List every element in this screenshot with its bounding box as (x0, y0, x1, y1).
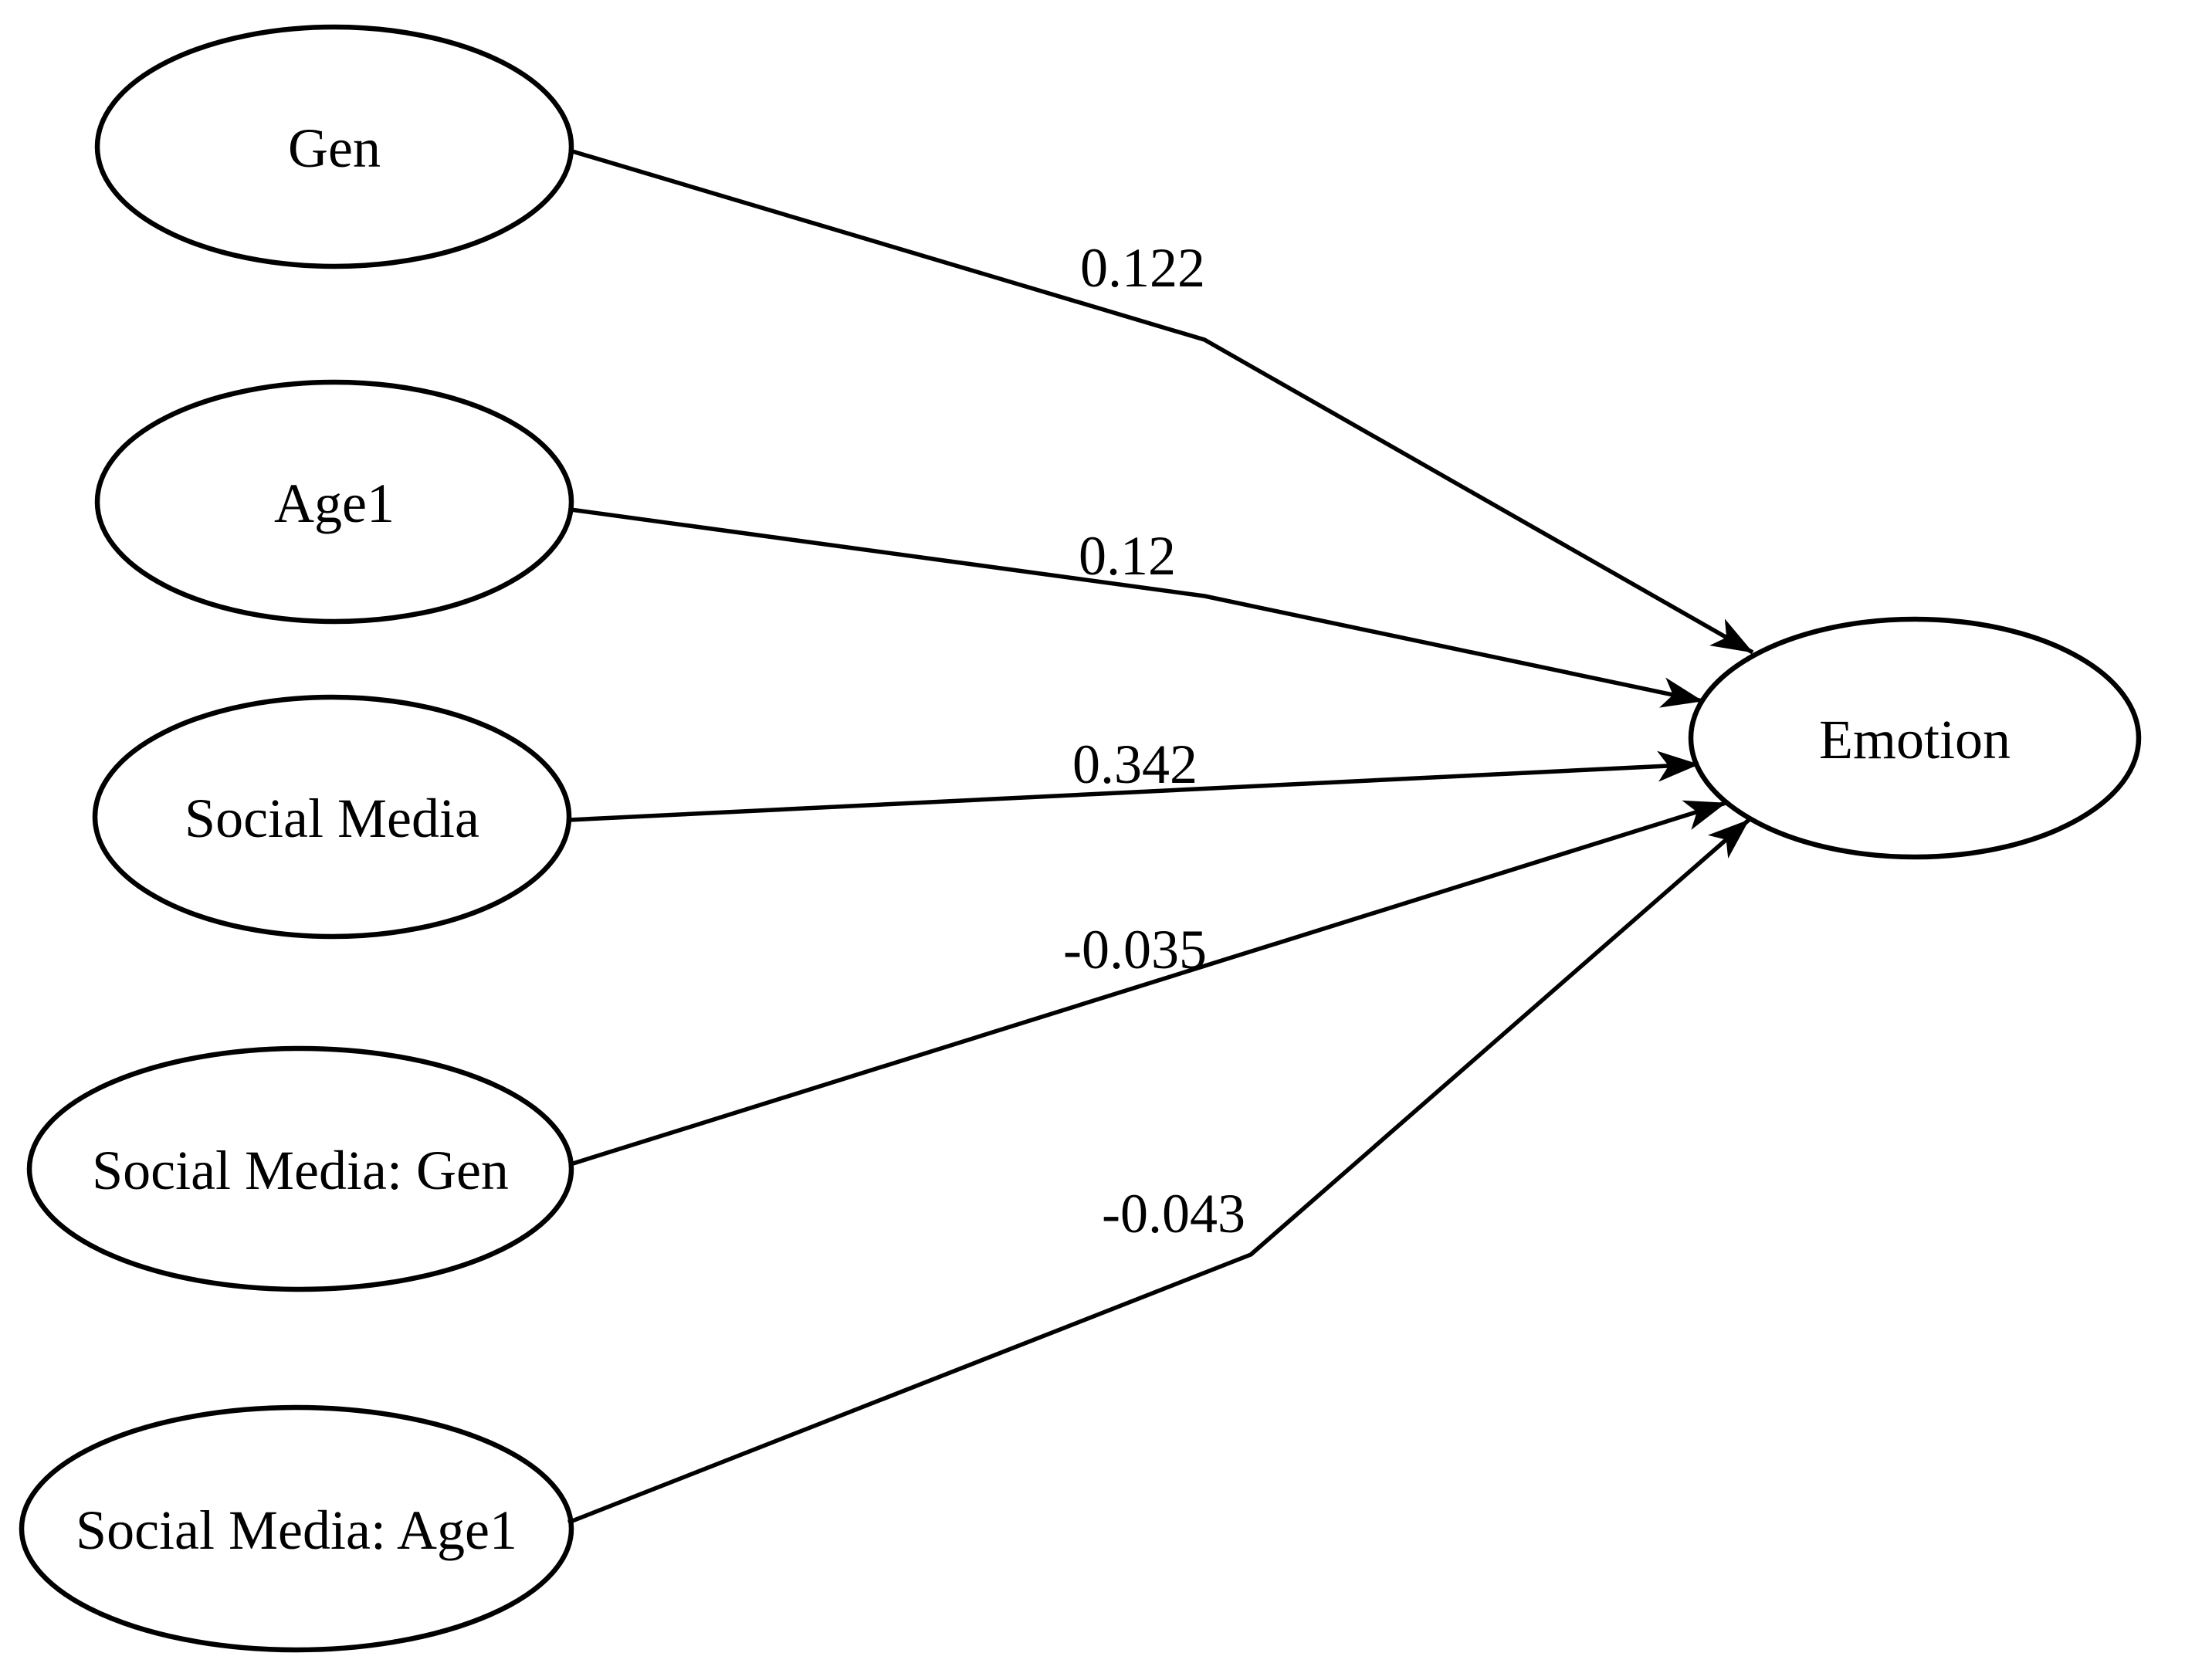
node-label-sm_gen: Social Media: Gen (92, 1140, 509, 1201)
node-sm_age1 (19, 1404, 574, 1653)
edge-label-age1-emotion: 0.12 (1079, 525, 1176, 587)
node-age1 (94, 379, 574, 625)
nodes-layer (19, 24, 2142, 1653)
edges-layer (567, 148, 1754, 1525)
edge-age1-emotion (570, 507, 1703, 708)
node-label-age1: Age1 (274, 472, 395, 534)
node-sm_gen (26, 1045, 574, 1292)
node-social (92, 694, 572, 940)
node-emotion (1688, 616, 2142, 860)
edge-label-social-emotion: 0.342 (1072, 733, 1198, 795)
edge-smage1-emotion (567, 818, 1750, 1525)
node-label-gen: Gen (288, 117, 381, 179)
edge-label-gen-emotion: 0.122 (1080, 237, 1205, 299)
edge-smgen-emotion (570, 800, 1726, 1167)
node-label-emotion: Emotion (1819, 709, 2011, 771)
edge-gen-emotion (569, 148, 1754, 655)
edge-social-emotion (568, 750, 1699, 822)
node-label-sm_age1: Social Media: Age1 (76, 1499, 517, 1561)
edge-label-smgen-emotion: -0.035 (1063, 919, 1207, 981)
edge-label-smage1-emotion: -0.043 (1102, 1183, 1245, 1245)
node-label-social: Social Media (185, 788, 479, 849)
node-gen (94, 24, 574, 269)
